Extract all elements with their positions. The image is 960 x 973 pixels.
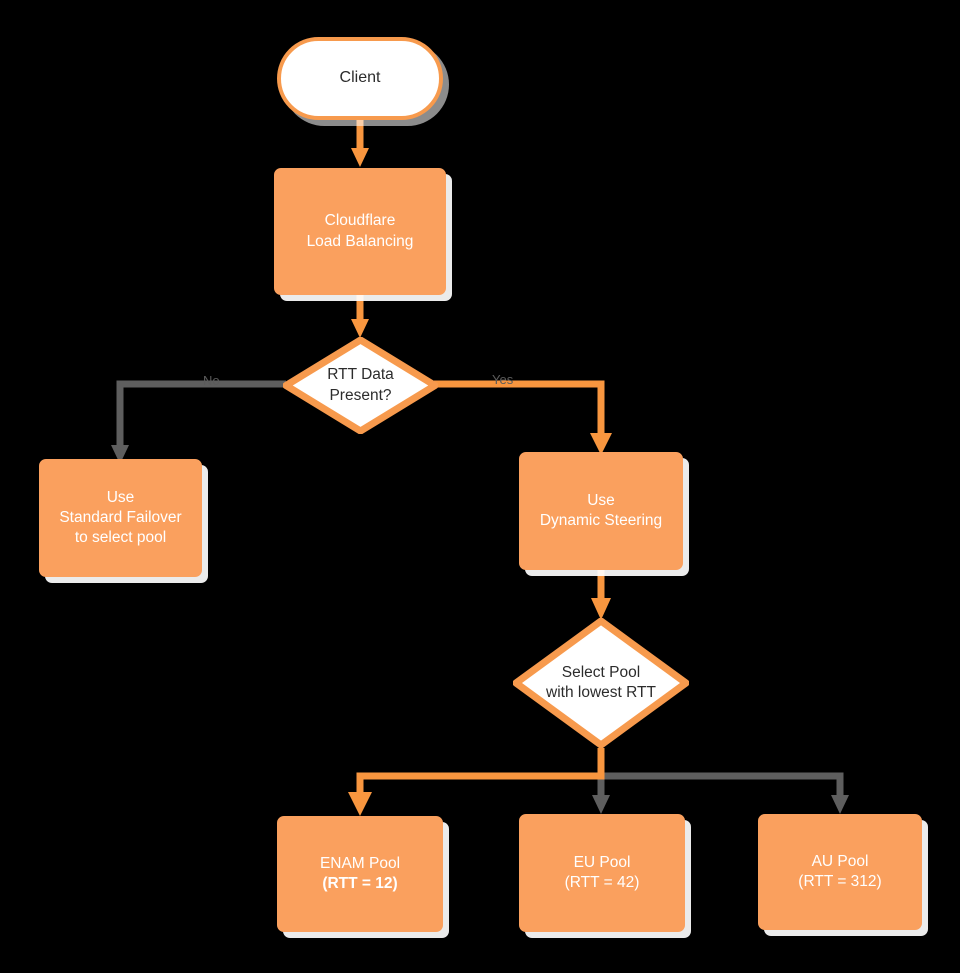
- node-dynamic-steering[interactable]: Use Dynamic Steering: [519, 452, 683, 570]
- node-client[interactable]: Client: [277, 37, 443, 120]
- node-dynamic-steering-label: Use Dynamic Steering: [539, 491, 663, 529]
- edge-label-yes: Yes: [492, 372, 514, 387]
- diamond-shape: [513, 618, 689, 748]
- node-au-pool-title: AU Pool: [811, 852, 869, 870]
- edge-select-to-au: [601, 772, 849, 814]
- edge-select-to-enam: [348, 748, 605, 816]
- node-standard-failover[interactable]: Use Standard Failover to select pool: [39, 459, 202, 577]
- node-select-pool-lowest-rtt[interactable]: Select Pool with lowest RTT: [513, 618, 689, 748]
- edge-select-to-eu: [592, 748, 610, 814]
- edge-dynamic-to-select: [591, 570, 611, 620]
- edge-rttcheck-to-dynamic: [434, 380, 612, 455]
- node-standard-failover-label: Use Standard Failover to select pool: [59, 488, 182, 547]
- node-cloudflare-load-balancing-label: Cloudflare Load Balancing: [306, 212, 414, 250]
- edge-client-to-lb: [351, 119, 369, 167]
- node-au-pool[interactable]: AU Pool (RTT = 312): [758, 814, 922, 930]
- edge-lb-to-rttcheck: [351, 294, 369, 338]
- node-eu-pool-rtt: (RTT = 42): [564, 874, 640, 891]
- node-eu-pool-title: EU Pool: [573, 853, 631, 871]
- node-client-label: Client: [339, 69, 381, 87]
- node-eu-pool[interactable]: EU Pool (RTT = 42): [519, 814, 685, 932]
- node-au-pool-rtt: (RTT = 312): [798, 873, 882, 890]
- node-enam-pool[interactable]: ENAM Pool (RTT = 12): [277, 816, 443, 932]
- node-rtt-data-present[interactable]: RTT Data Present?: [283, 337, 438, 434]
- edge-rttcheck-to-failover: [111, 380, 286, 464]
- diamond-shape: [283, 337, 438, 434]
- node-cloudflare-load-balancing[interactable]: Cloudflare Load Balancing: [274, 168, 446, 295]
- node-enam-pool-title: ENAM Pool: [319, 854, 401, 872]
- edge-label-no: No: [203, 373, 220, 388]
- node-enam-pool-rtt: (RTT = 12): [322, 875, 398, 892]
